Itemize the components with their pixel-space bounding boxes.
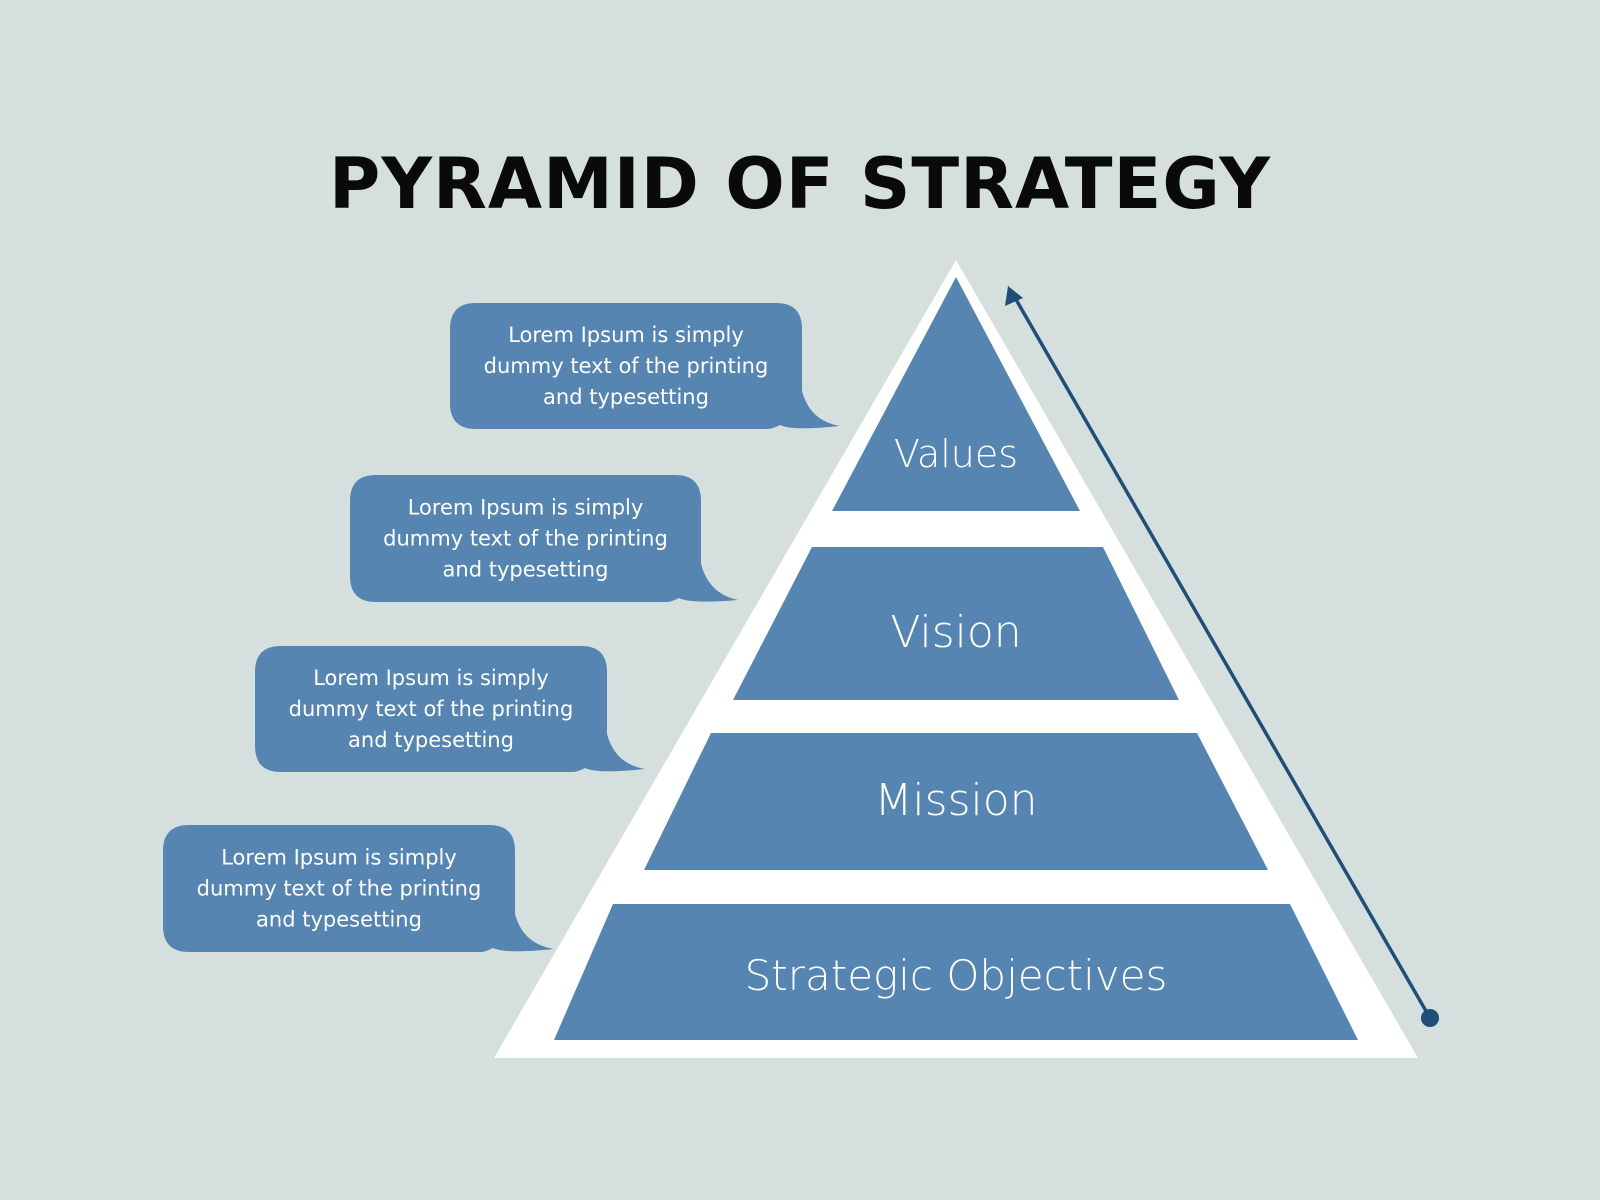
speech-bubble: Lorem Ipsum is simply dummy text of the p… [350, 475, 738, 602]
tier-label: Vision [890, 607, 1021, 658]
bubble-text-line: Lorem Ipsum is simply [313, 666, 549, 690]
tier-label: Mission [874, 775, 1037, 826]
bubble-text-line: dummy text of the printing [197, 877, 482, 901]
upward-arrow [1005, 286, 1439, 1027]
tier-label: Values [894, 432, 1018, 476]
tier-label: Strategic Objectives [745, 951, 1168, 1000]
tier-mission [644, 733, 1268, 870]
tier-values [832, 277, 1080, 511]
tier-vision [733, 547, 1179, 700]
speech-bubble-shape [350, 475, 738, 602]
bubble-text-line: dummy text of the printing [383, 527, 668, 551]
bubble-text-line: dummy text of the printing [289, 697, 574, 721]
speech-bubble: Lorem Ipsum is simply dummy text of the p… [163, 825, 554, 952]
page-title: PYRAMID OF STRATEGY [329, 143, 1271, 225]
bubble-text-line: and typesetting [443, 558, 609, 582]
bubble-text-line: Lorem Ipsum is simply [221, 846, 457, 870]
speech-bubble: Lorem Ipsum is simply dummy text of the p… [450, 303, 840, 429]
tier-strategic-objectives [554, 904, 1358, 1040]
bubble-text-line: and typesetting [348, 728, 514, 752]
arrow-start-dot [1421, 1009, 1439, 1027]
bubble-text-line: and typesetting [543, 385, 709, 409]
speech-bubble-shape [255, 646, 645, 772]
bubble-text-line: Lorem Ipsum is simply [508, 323, 744, 347]
bubble-text-line: Lorem Ipsum is simply [408, 496, 644, 520]
speech-bubble: Lorem Ipsum is simply dummy text of the p… [255, 646, 645, 772]
speech-bubble-shape [450, 303, 840, 429]
bubble-text-line: and typesetting [256, 908, 422, 932]
speech-bubble-shape [163, 825, 554, 952]
arrowhead-icon [1005, 286, 1023, 306]
bubble-text-line: dummy text of the printing [484, 354, 769, 378]
